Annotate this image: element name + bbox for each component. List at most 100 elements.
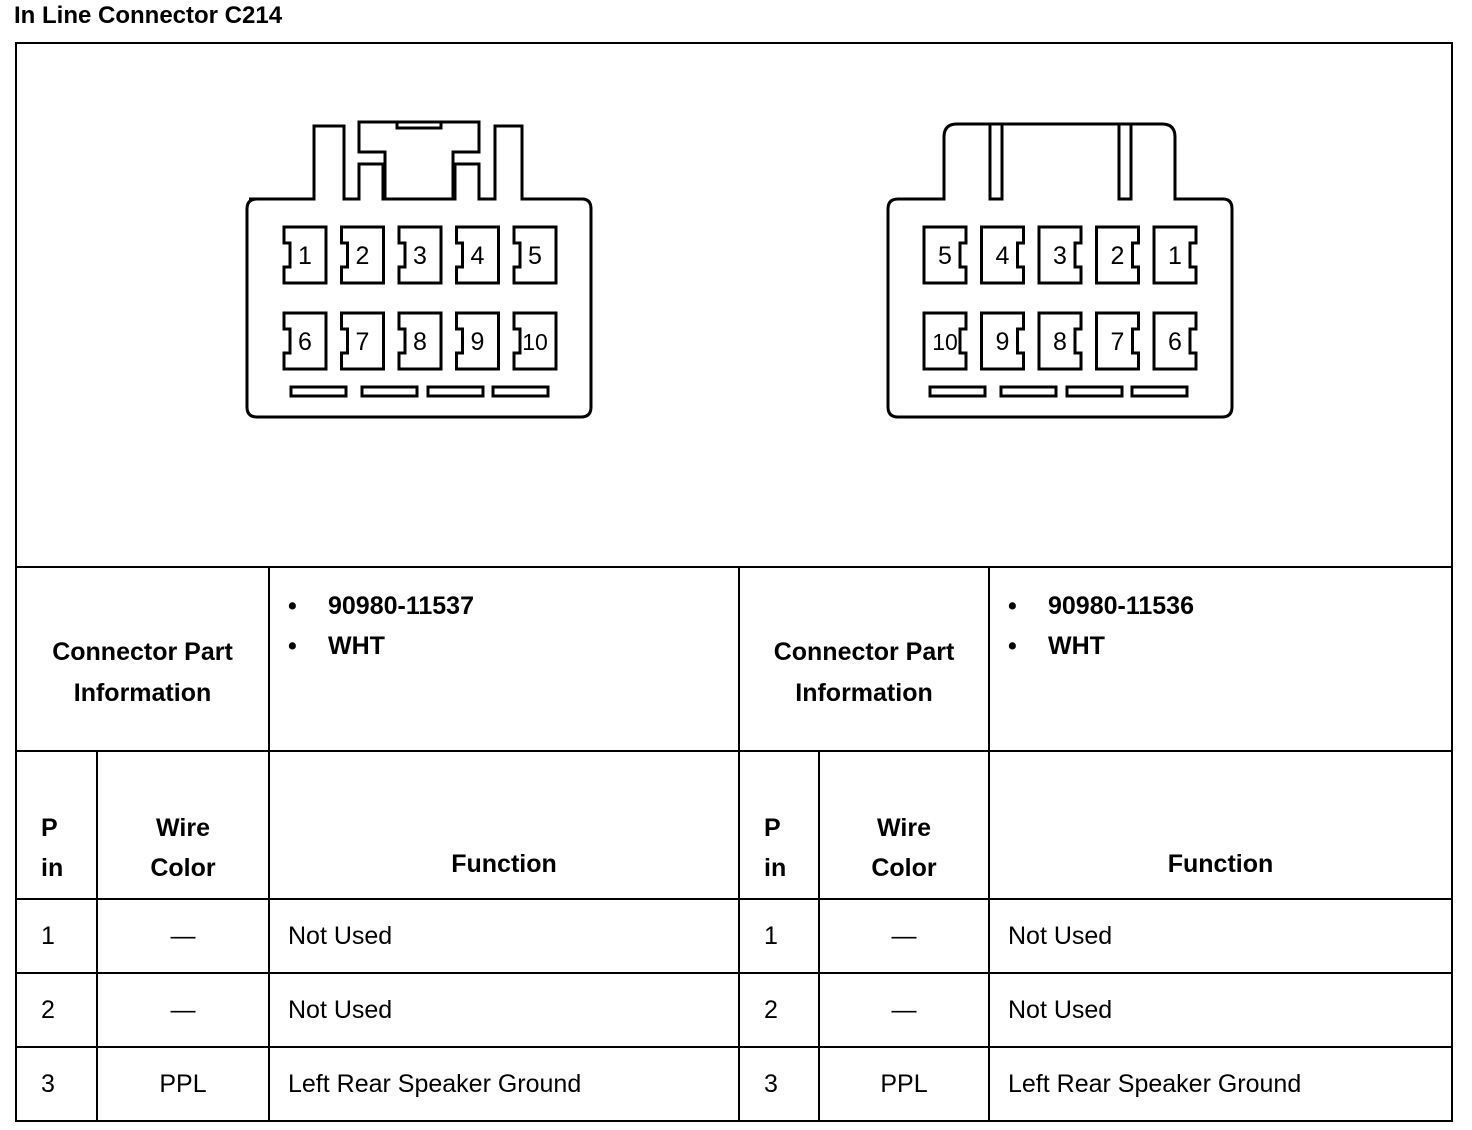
pin-terminal: 1: [282, 225, 328, 285]
left-pin-header-line2: in: [41, 854, 64, 882]
pin-outline: [1095, 311, 1140, 371]
pin-label: 8: [413, 328, 427, 356]
pin-terminal: 3: [1037, 225, 1083, 285]
left-pin-cell: 3: [17, 1046, 98, 1121]
right-pin-header-line2: in: [764, 854, 787, 882]
pin-outline: [397, 311, 443, 371]
pin-terminal: 9: [455, 311, 500, 371]
left-info-list: 90980-11537 WHT: [268, 566, 740, 752]
right-info-label-line2: Information: [795, 679, 933, 707]
left-info-label-line2: Information: [73, 679, 212, 707]
left-info-label: Connector Part Information: [17, 566, 270, 752]
right-color: WHT: [1008, 626, 1451, 666]
header-row: P in Wire Color Function P in Wire Color…: [17, 750, 1451, 900]
pin-terminal: 7: [340, 311, 385, 371]
left-wire-cell: —: [96, 898, 270, 974]
pin-terminal: 9: [980, 311, 1025, 371]
pin-outline: [1037, 311, 1083, 371]
pin-label: 10: [932, 329, 958, 355]
pin-table: Connector Part Information 90980-11537 W…: [17, 566, 1451, 1121]
right-wire-header-line2: Color: [871, 854, 937, 882]
pin-outline: [1152, 311, 1198, 371]
pin-label: 7: [356, 328, 370, 356]
right-info-label: Connector Part Information: [738, 566, 990, 752]
right-rib-right: [1117, 122, 1133, 201]
pin-outline: [340, 311, 385, 371]
right-pin-header: P in: [738, 750, 820, 900]
pin-outline: [282, 225, 328, 285]
pin-label: 4: [996, 242, 1010, 270]
left-function-cell: Not Used: [268, 972, 740, 1048]
pin-outline: [980, 311, 1025, 371]
left-pin-header: P in: [17, 750, 98, 900]
pin-terminal: 3: [397, 225, 443, 285]
right-pin-cell: 2: [738, 972, 820, 1048]
pin-outline: [512, 311, 558, 371]
pin-terminal: 4: [980, 225, 1025, 285]
right-function-header: Function: [988, 750, 1451, 900]
left-function-cell: Not Used: [268, 898, 740, 974]
pin-label: 5: [938, 242, 952, 270]
right-function-cell: Left Rear Speaker Ground: [988, 1046, 1451, 1121]
pin-label: 9: [471, 328, 485, 356]
pin-outline: [512, 225, 558, 285]
pin-terminal: 8: [397, 311, 443, 371]
pin-outline: [1037, 225, 1083, 285]
pin-terminal: 2: [1095, 225, 1140, 285]
left-slots: [289, 385, 550, 398]
left-wire-cell: —: [96, 972, 270, 1048]
pin-terminal: 8: [1037, 311, 1083, 371]
pin-label: 1: [1168, 242, 1182, 270]
right-function-cell: Not Used: [988, 972, 1451, 1048]
pin-terminal: 10: [512, 311, 558, 371]
left-pin-cell: 1: [17, 898, 98, 974]
page-title: In Line Connector C214: [14, 2, 283, 29]
pin-outline: [397, 225, 443, 285]
left-wire-header-line2: Color: [150, 854, 216, 882]
pin-terminal: 1: [1152, 225, 1198, 285]
pin-outline: [282, 311, 328, 371]
right-pin-cell: 3: [738, 1046, 820, 1121]
left-function-header: Function: [268, 750, 740, 900]
right-pin-header-line1: P: [764, 814, 781, 842]
pin-terminal: 4: [455, 225, 500, 285]
left-wire-header: Wire Color: [96, 750, 270, 900]
pin-outline: [980, 225, 1025, 285]
right-wire-header-line1: Wire: [877, 814, 931, 842]
right-info-label-line1: Connector Part: [773, 638, 955, 666]
pin-label: 4: [471, 242, 485, 270]
right-function-cell: Not Used: [988, 898, 1451, 974]
pin-outline: [455, 225, 500, 285]
right-pin-cell: 1: [738, 898, 820, 974]
connector-info-row: Connector Part Information 90980-11537 W…: [17, 566, 1451, 752]
pin-terminal: 10: [922, 311, 968, 371]
pin-terminal: 6: [282, 311, 328, 371]
pin-outline: [340, 225, 385, 285]
right-info-list: 90980-11536 WHT: [988, 566, 1451, 752]
right-wire-cell: —: [818, 898, 990, 974]
pin-terminal: 5: [512, 225, 558, 285]
left-function-cell: Left Rear Speaker Ground: [268, 1046, 740, 1121]
pin-label: 7: [1111, 328, 1125, 356]
table-row: 3 PPL Left Rear Speaker Ground 3 PPL Lef…: [17, 1046, 1451, 1121]
pin-outline: [922, 225, 968, 285]
pin-label: 6: [1168, 328, 1182, 356]
right-wire-cell: —: [818, 972, 990, 1048]
right-slots: [928, 385, 1189, 398]
left-part-number: 90980-11537: [288, 586, 738, 626]
table-row: 2 — Not Used 2 — Not Used: [17, 972, 1451, 1048]
pin-outline: [1152, 225, 1198, 285]
right-part-number: 90980-11536: [1008, 586, 1451, 626]
pin-outline: [1095, 225, 1140, 285]
pin-label: 2: [356, 242, 370, 270]
pin-outline: [455, 311, 500, 371]
pin-label: 3: [413, 242, 427, 270]
pin-label: 2: [1111, 242, 1125, 270]
pin-label: 10: [522, 329, 548, 355]
left-pin-cell: 2: [17, 972, 98, 1048]
pin-outline: [922, 311, 968, 371]
